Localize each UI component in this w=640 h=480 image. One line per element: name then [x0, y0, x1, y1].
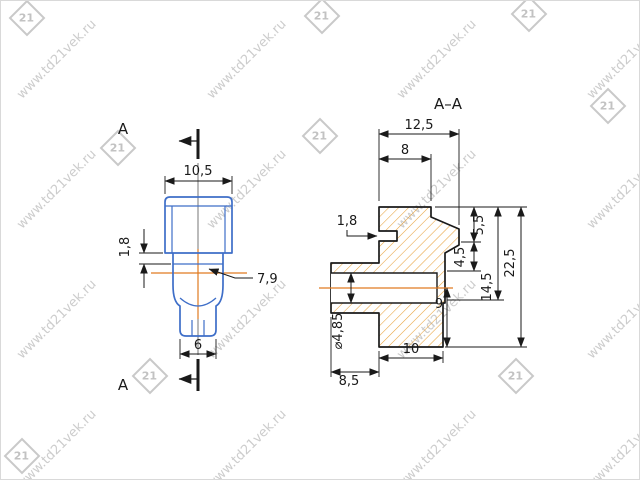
- section-view-title: A–A: [434, 95, 463, 113]
- dim-label-4-5: 4,5: [453, 247, 468, 268]
- dim-right-chain: 5,5 4,5 14,5 22,5 9: [435, 206, 527, 348]
- section-cut-bottom: A: [118, 359, 200, 394]
- dim-label-6: 6: [194, 338, 202, 353]
- dome-arc: [179, 297, 217, 307]
- dim-label-1-8-front: 1,8: [118, 237, 133, 258]
- dim-slot-height: 1,8: [337, 214, 378, 240]
- dim-hole-diameter: ⌀4,85: [331, 272, 355, 350]
- dim-label-12-5: 12,5: [405, 118, 434, 133]
- dim-label-10-5: 10,5: [184, 164, 213, 179]
- section-label-top: A: [118, 120, 129, 138]
- front-view: A A 10,5 1,8: [118, 120, 278, 394]
- dim-label-7-9: 7,9: [257, 272, 278, 287]
- dim-label-8: 8: [401, 143, 409, 158]
- section-view: A–A 12,5 8 1,8: [319, 95, 527, 389]
- dim-bulb-diameter: 7,9: [208, 268, 278, 287]
- dim-overall-width: 12,5: [378, 118, 460, 225]
- dim-label-8-5: 8,5: [339, 374, 360, 389]
- cap-outline: [164, 196, 233, 254]
- section-label-bottom: A: [118, 376, 129, 394]
- dim-label-9: 9: [435, 297, 443, 312]
- section-cut-top: A: [118, 120, 200, 159]
- dim-collar-height: 1,8: [118, 229, 171, 288]
- dim-stem-width: 6: [179, 338, 217, 359]
- dim-label-dia-4-85: ⌀4,85: [331, 313, 346, 350]
- dim-boss-length: 8,5: [330, 317, 380, 389]
- bulb-stem-outline: [172, 253, 224, 337]
- dim-label-10: 10: [403, 342, 420, 357]
- dim-label-1-8-section: 1,8: [337, 214, 358, 229]
- dim-label-14-5: 14,5: [480, 273, 495, 302]
- dim-label-22-5: 22,5: [503, 249, 518, 278]
- dim-label-5-5: 5,5: [472, 215, 487, 236]
- dim-top-width: 8: [378, 143, 432, 201]
- dim-width-top: 10,5: [164, 164, 233, 194]
